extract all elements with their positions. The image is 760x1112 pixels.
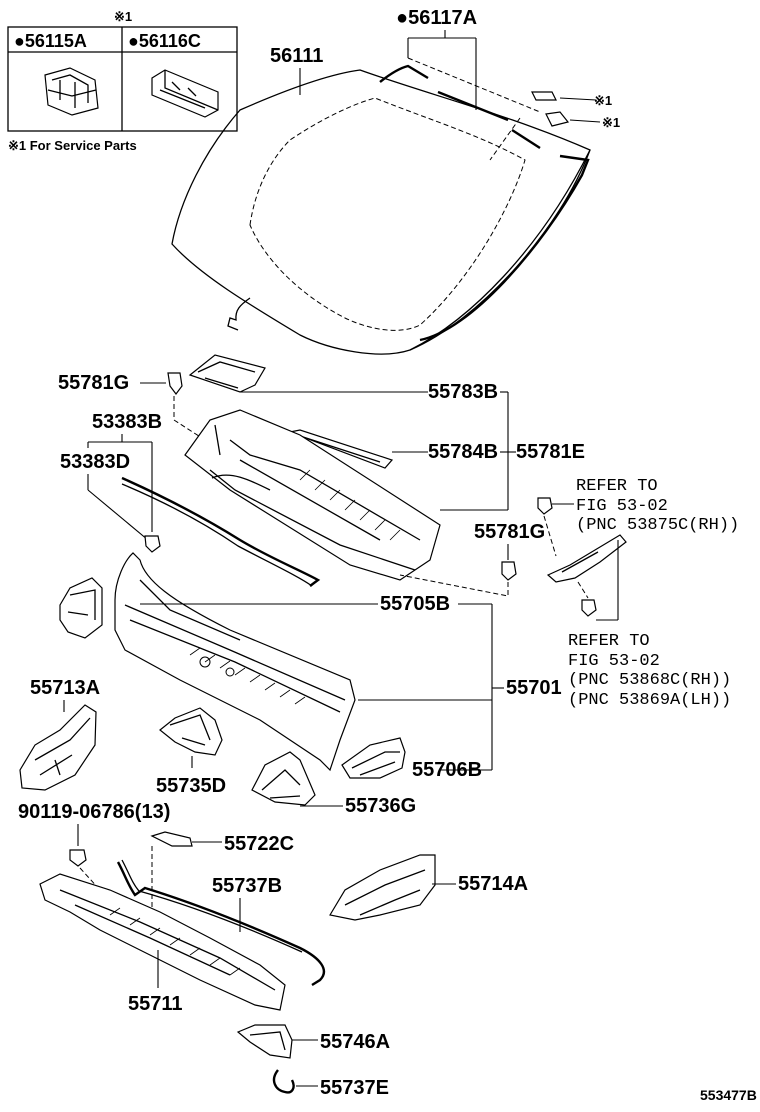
bolt-90119 bbox=[69, 849, 87, 867]
clip-56115a-drawing bbox=[44, 67, 99, 116]
bracket-55722c bbox=[150, 831, 193, 847]
clip-55781g-upper bbox=[167, 372, 183, 395]
figure-id: 553477B bbox=[700, 1087, 757, 1103]
windshield-glass bbox=[171, 69, 591, 355]
label-55701: 55701 bbox=[506, 677, 562, 699]
refer2-line3: (PNC 53868C(RH)) bbox=[568, 671, 731, 690]
refer2-line1: REFER TO bbox=[568, 632, 650, 651]
label-55781g-upper: 55781G bbox=[58, 372, 129, 394]
hood-seal-side-53868c bbox=[546, 534, 627, 583]
label-55705b: 55705B bbox=[380, 593, 450, 615]
bracket-left-upper bbox=[59, 577, 103, 639]
cowl-panel-55705b bbox=[114, 552, 356, 772]
label-55737e: 55737E bbox=[320, 1077, 389, 1099]
inset-note: ※1 For Service Parts bbox=[8, 138, 137, 153]
label-55781e: 55781E bbox=[516, 441, 585, 463]
bracket-55746a bbox=[236, 1024, 293, 1059]
inset-col1-label: ●56115A bbox=[14, 31, 87, 51]
refer1-line3: (PNC 53875C(RH)) bbox=[576, 516, 739, 535]
clip-53875c bbox=[537, 497, 553, 515]
bracket-55735d bbox=[159, 707, 223, 756]
label-53383d: 53383D bbox=[60, 451, 130, 473]
clip-56116c-drawing bbox=[151, 69, 219, 118]
cowl-louver-55781e bbox=[184, 409, 441, 581]
wire-55737b bbox=[116, 859, 326, 987]
refer2-line4: (PNC 53869A(LH)) bbox=[568, 691, 731, 710]
cowl-lower-55711 bbox=[39, 873, 286, 1011]
label-55706b: 55706B bbox=[412, 759, 482, 781]
refer1-line2: FIG 53-02 bbox=[576, 497, 668, 516]
refer1-line1: REFER TO bbox=[576, 477, 658, 496]
label-55736g: 55736G bbox=[345, 795, 416, 817]
clip-53383d bbox=[144, 535, 161, 553]
weatherstrip-53383b bbox=[121, 476, 321, 587]
bracket-55706b bbox=[341, 737, 406, 779]
label-55711: 55711 bbox=[128, 993, 183, 1015]
label-55781g-lower: 55781G bbox=[474, 521, 545, 543]
clip-55737e bbox=[272, 1069, 295, 1094]
molding-56117a: ●56117A bbox=[379, 7, 601, 161]
seal-55784b bbox=[287, 429, 394, 469]
label-53383b: 53383B bbox=[92, 411, 162, 433]
label-55713a: 55713A bbox=[30, 677, 100, 699]
label-55784b: 55784B bbox=[428, 441, 498, 463]
inset-marker: ※1 bbox=[114, 9, 132, 24]
bracket-55736g bbox=[251, 751, 316, 806]
refer2-line2: FIG 53-02 bbox=[568, 652, 660, 671]
seal-55783b bbox=[188, 354, 266, 393]
inset-col2-label: ●56116C bbox=[128, 31, 201, 51]
label-90119: 90119-06786(13) bbox=[18, 801, 170, 823]
label-55722c: 55722C bbox=[224, 833, 294, 855]
label-55737b: 55737B bbox=[212, 875, 282, 897]
side-bracket-55713a bbox=[19, 704, 97, 791]
label-55746a: 55746A bbox=[320, 1031, 390, 1053]
label-55735d: 55735D bbox=[156, 775, 226, 797]
label-56111: 56111 bbox=[270, 45, 323, 67]
refer-note-1: REFER TO FIG 53-02 (PNC 53875C(RH)) bbox=[576, 477, 739, 535]
refer-note-2: REFER TO FIG 53-02 (PNC 53868C(RH)) (PNC… bbox=[568, 632, 731, 710]
service-parts-inset: ※1 ●56115A ●56116C ※1 For Service Parts bbox=[7, 9, 238, 153]
label-56117a: ●56117A bbox=[396, 7, 477, 29]
clip-55781g-lower bbox=[501, 561, 517, 581]
label-55714a: 55714A bbox=[458, 873, 528, 895]
service-mark-1: ※1 bbox=[594, 93, 612, 108]
service-mark-2: ※1 bbox=[602, 115, 620, 130]
label-55783b: 55783B bbox=[428, 381, 498, 403]
side-bracket-55714a bbox=[329, 854, 436, 921]
